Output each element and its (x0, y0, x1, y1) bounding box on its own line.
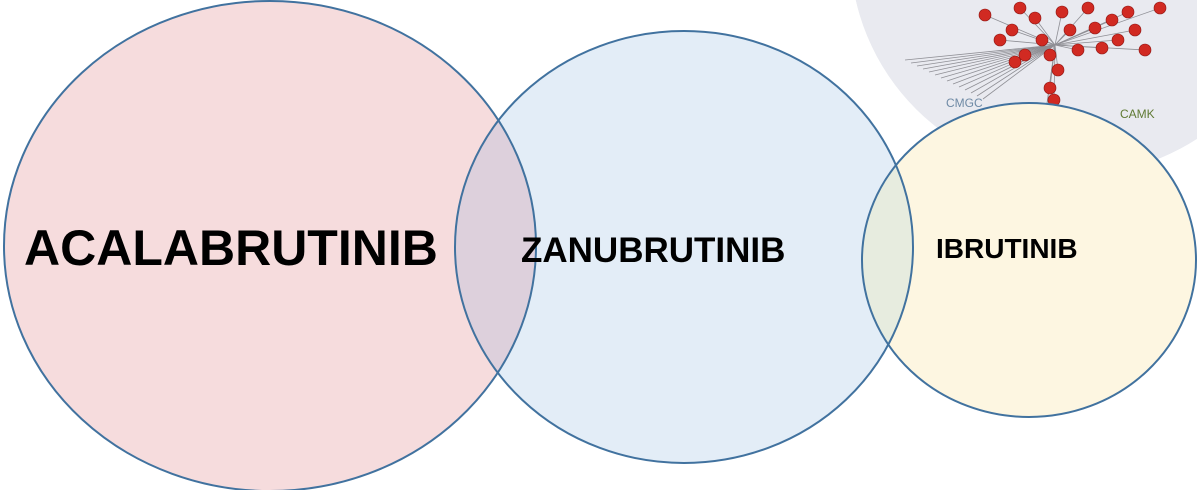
acalabrutinib-outline (3, 0, 537, 490)
kinome-node (993, 33, 1007, 47)
ibrutinib-outline (861, 102, 1197, 418)
kinome-branch (952, 44, 1056, 85)
kinome-node (1138, 43, 1152, 57)
kinome-node (1005, 23, 1019, 37)
kinome-node (1095, 41, 1109, 55)
kinome-node (1088, 21, 1102, 35)
kinome-branch (904, 44, 1056, 61)
kinome-branch (982, 44, 1056, 100)
kinome-tree-inset: CMGC CAMK (850, 0, 1197, 175)
kinome-node (1081, 1, 1095, 15)
kinome-branch (964, 44, 1056, 91)
kinome-node (1055, 5, 1069, 19)
kinome-node (1008, 55, 1022, 69)
kinome-branch (1054, 29, 1136, 46)
kinome-node (1111, 33, 1125, 47)
ibrutinib-circle (862, 103, 1196, 417)
kinome-branch (1054, 7, 1161, 46)
kinome-node (1105, 13, 1119, 27)
acalabrutinib-circle (4, 1, 536, 490)
kinome-node (1018, 48, 1032, 62)
kinome-node (1121, 5, 1135, 19)
zanubrutinib-circle (455, 31, 913, 463)
kinome-label-camk: CAMK (1120, 107, 1155, 121)
kinome-node (978, 8, 992, 22)
kinome-branch (1019, 7, 1056, 46)
kinome-branch (1054, 39, 1119, 46)
kinome-node (1043, 48, 1057, 62)
kinome-label-cmgc: CMGC (946, 96, 983, 110)
kinome-node (1028, 11, 1042, 25)
kinome-node (1051, 63, 1065, 77)
kinome-branch (934, 44, 1056, 76)
kinome-branch (940, 44, 1056, 79)
zanubrutinib-outline (454, 30, 914, 464)
kinome-branch (976, 44, 1056, 97)
kinome-node (1035, 33, 1049, 47)
acalabrutinib-label: ACALABRUTINIB (24, 220, 438, 276)
kinome-branch (910, 44, 1056, 64)
kinome-branch (916, 44, 1056, 67)
kinome-branch (928, 44, 1056, 73)
kinome-branch (970, 44, 1056, 94)
kinome-node (1153, 1, 1167, 15)
kinome-node (1071, 43, 1085, 57)
circle-outlines (3, 0, 1197, 490)
ibrutinib-label: IBRUTINIB (936, 233, 1078, 264)
kinome-nodes (978, 1, 1167, 132)
kinome-branch (922, 44, 1056, 70)
kinome-node (1128, 23, 1142, 37)
zanubrutinib-label: ZANUBRUTINIB (521, 231, 785, 270)
kinome-node (1063, 23, 1077, 37)
kinome-node (1013, 1, 1027, 15)
kinome-background (850, 0, 1197, 175)
kinome-node (1043, 81, 1057, 95)
